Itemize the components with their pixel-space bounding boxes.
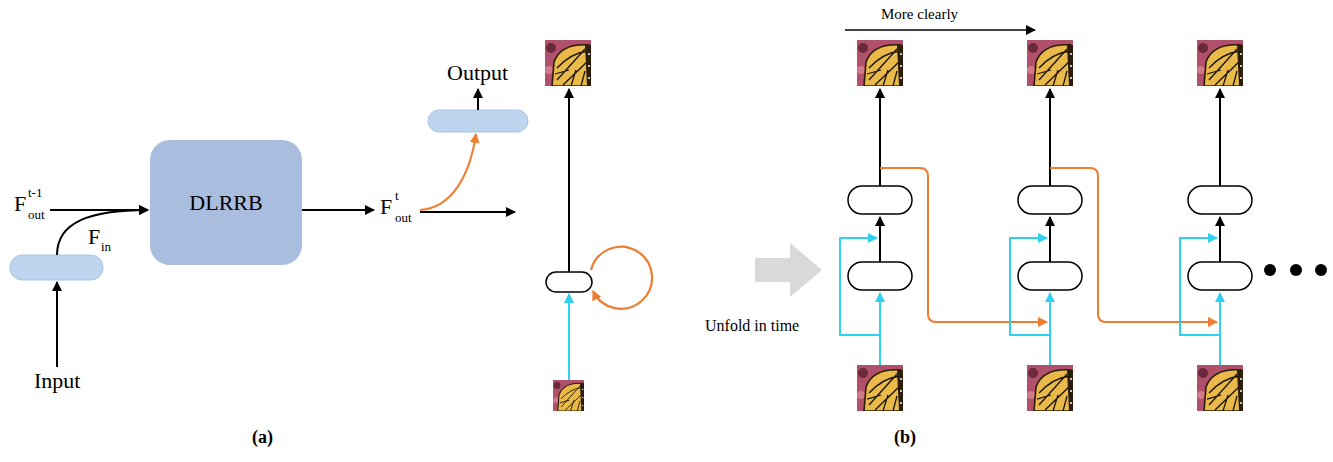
butterfly-output (1197, 40, 1243, 86)
step-inner-arrow (1219, 217, 1221, 262)
signal-superscript: t-1 (28, 186, 42, 199)
note-text: More clearly (881, 7, 958, 22)
step-input-arrow (1049, 293, 1051, 365)
block-name: DLRRB (189, 190, 262, 216)
folded-input-arrow (568, 294, 570, 380)
panel-label: (a) (252, 428, 273, 446)
butterfly-input (553, 380, 584, 411)
ellipsis-dot (1264, 264, 1276, 276)
output-label: Output (447, 62, 508, 84)
skip-connection (1180, 238, 1220, 335)
step-output-arrow (1049, 89, 1051, 186)
butterfly-output (1027, 40, 1073, 86)
step-input-arrow (1219, 293, 1221, 365)
input-arrow (56, 282, 58, 367)
butterfly-input (1197, 365, 1243, 411)
butterfly-input (857, 365, 903, 411)
panel-label: (b) (894, 428, 916, 446)
step-block (1188, 262, 1252, 290)
skip-connection (840, 238, 880, 335)
folded-output-arrow (568, 89, 570, 272)
more-clearly-arrow (845, 29, 1035, 31)
signal-name: F (88, 226, 100, 248)
unfolded-step (840, 40, 1047, 411)
signal-name: F (14, 193, 26, 215)
ellipsis-dot (1290, 264, 1302, 276)
signal-subscript: out (395, 211, 412, 224)
butterfly-output (857, 40, 903, 86)
input-conv-layer (10, 255, 103, 280)
prev-state-arrow (50, 209, 148, 211)
part-a-artwork (10, 89, 528, 367)
skip-connection (1010, 238, 1050, 335)
step-output-arrow (879, 89, 881, 186)
step-inner-arrow (879, 217, 881, 262)
output-conv-layer (428, 110, 528, 132)
state-forward-arrow (420, 211, 515, 213)
unfolded-step (1180, 40, 1252, 411)
step-output-arrow (1219, 89, 1221, 186)
signal-name: F (380, 196, 392, 218)
butterfly-input (1027, 365, 1073, 411)
unfold-arrow (755, 243, 822, 297)
folded-block (546, 272, 592, 292)
fin-curve (57, 210, 148, 255)
ellipsis-dot (1315, 264, 1327, 276)
butterfly-output (545, 40, 591, 86)
unfolded-step (1010, 40, 1217, 411)
recurrent-loop (591, 247, 652, 309)
step-block (1188, 186, 1252, 214)
step-block (848, 186, 912, 214)
input-label: Input (34, 370, 80, 392)
signal-subscript: in (101, 240, 111, 253)
step-block (848, 262, 912, 290)
step-inner-arrow (1049, 217, 1051, 262)
folded-network (545, 40, 652, 411)
step-block (1018, 186, 1082, 214)
output-arrow (477, 89, 479, 110)
signal-subscript: out (28, 208, 45, 221)
process-box: DLRRB (150, 140, 302, 265)
block-output-arrow (302, 209, 374, 211)
step-block (1018, 262, 1082, 290)
note-text: Unfold in time (705, 318, 799, 334)
step-input-arrow (879, 293, 881, 365)
output-branch-curve (420, 134, 476, 210)
signal-superscript: t (395, 189, 399, 202)
